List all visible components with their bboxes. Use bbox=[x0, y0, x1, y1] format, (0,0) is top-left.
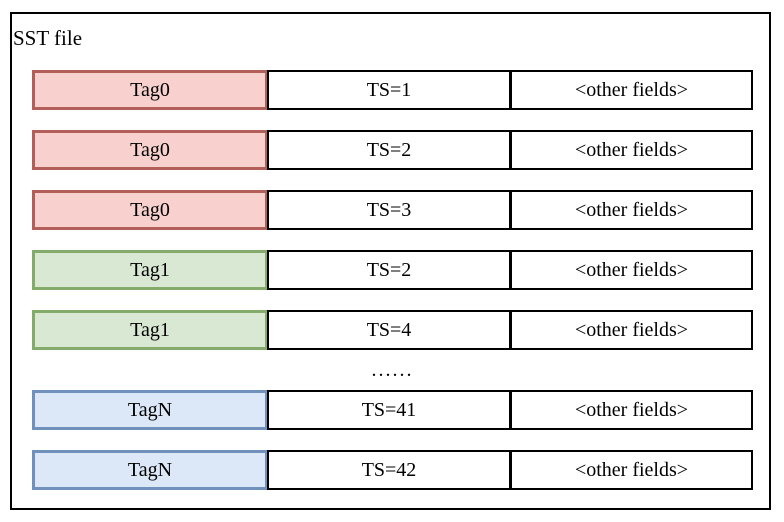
other-fields-cell: <other fields> bbox=[510, 390, 753, 430]
record-row: Tag0 TS=2 <other fields> bbox=[32, 130, 753, 170]
other-fields-cell: <other fields> bbox=[510, 70, 753, 110]
tag-cell: Tag1 bbox=[32, 310, 268, 350]
timestamp-cell: TS=4 bbox=[267, 310, 511, 350]
timestamp-cell: TS=3 bbox=[267, 190, 511, 230]
other-fields-cell: <other fields> bbox=[510, 190, 753, 230]
other-fields-cell: <other fields> bbox=[510, 450, 753, 490]
timestamp-cell: TS=42 bbox=[267, 450, 511, 490]
other-fields-cell: <other fields> bbox=[510, 130, 753, 170]
tag-cell: Tag0 bbox=[32, 70, 268, 110]
record-row: TagN TS=41 <other fields> bbox=[32, 390, 753, 430]
record-row: Tag1 TS=4 <other fields> bbox=[32, 310, 753, 350]
sst-file-box: SST file Tag0 TS=1 <other fields> Tag0 T… bbox=[10, 12, 771, 510]
tag-cell: TagN bbox=[32, 450, 268, 490]
sst-file-label: SST file bbox=[13, 26, 83, 50]
other-fields-cell: <other fields> bbox=[510, 310, 753, 350]
tag-cell: TagN bbox=[32, 390, 268, 430]
timestamp-cell: TS=41 bbox=[267, 390, 511, 430]
tag-cell: Tag1 bbox=[32, 250, 268, 290]
record-rows: Tag0 TS=1 <other fields> Tag0 TS=2 <othe… bbox=[32, 70, 753, 510]
other-fields-cell: <other fields> bbox=[510, 250, 753, 290]
record-row: Tag0 TS=3 <other fields> bbox=[32, 190, 753, 230]
record-row: TagN TS=42 <other fields> bbox=[32, 450, 753, 490]
record-row: Tag1 TS=2 <other fields> bbox=[32, 250, 753, 290]
timestamp-cell: TS=2 bbox=[267, 130, 511, 170]
tag-cell: Tag0 bbox=[32, 190, 268, 230]
timestamp-cell: TS=2 bbox=[267, 250, 511, 290]
timestamp-cell: TS=1 bbox=[267, 70, 511, 110]
record-row: Tag0 TS=1 <other fields> bbox=[32, 70, 753, 110]
ellipsis-row: ...... bbox=[371, 358, 414, 381]
tag-cell: Tag0 bbox=[32, 130, 268, 170]
